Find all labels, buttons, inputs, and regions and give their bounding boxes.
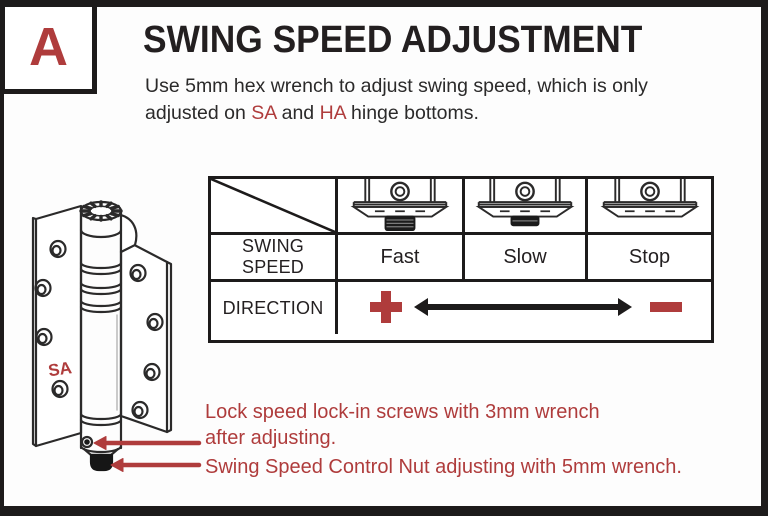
control-nut bbox=[89, 453, 114, 472]
annotation-lock-screws-line2: after adjusting. bbox=[205, 427, 337, 449]
subtitle-line-2: adjusted on SA and HA hinge bottoms. bbox=[145, 100, 648, 127]
speed-value-fast: Fast bbox=[338, 235, 465, 282]
annotation-lock-screws: Lock speed lock-in screws with 3mm wrenc… bbox=[205, 399, 600, 451]
sa-model-highlight: SA bbox=[251, 102, 277, 124]
nut-position-stop-cell bbox=[588, 179, 711, 235]
nut-flush-illustration bbox=[600, 179, 699, 218]
diagonal-line bbox=[211, 179, 335, 232]
hinge-left-leaf bbox=[31, 204, 83, 448]
nut-partially-extended-illustration bbox=[475, 179, 575, 227]
ha-model-highlight: HA bbox=[319, 102, 346, 124]
hinge-barrel bbox=[79, 200, 123, 472]
subtitle-line-1: Use 5mm hex wrench to adjust swing speed… bbox=[145, 75, 648, 97]
swing-speed-label-line2: SPEED bbox=[241, 257, 305, 277]
hinge-right-leaf bbox=[119, 213, 173, 434]
nut-position-fast-cell bbox=[338, 179, 465, 235]
direction-row-label: DIRECTION bbox=[211, 282, 338, 334]
swing-speed-row-label: SWING SPEED bbox=[211, 235, 338, 282]
plus-icon bbox=[370, 291, 402, 323]
table-corner-cell bbox=[211, 179, 338, 235]
double-headed-arrow-icon bbox=[414, 298, 632, 316]
annotation-control-nut: Swing Speed Control Nut adjusting with 5… bbox=[205, 456, 682, 478]
subtitle-text: adjusted on bbox=[145, 102, 252, 124]
subtitle-text: hinge bottoms. bbox=[345, 102, 479, 124]
swing-speed-label-line1: SWING bbox=[242, 236, 304, 256]
speed-value-stop: Stop bbox=[588, 235, 711, 282]
right-leaf-screw-holes bbox=[129, 263, 164, 420]
hinge-model-label: SA bbox=[47, 358, 73, 380]
control-nut-arrow bbox=[110, 458, 202, 472]
adjustment-table: SWING SPEED Fast Slow Stop DIRECTION bbox=[208, 176, 714, 343]
barrel-ring-grooves bbox=[79, 261, 123, 427]
minus-icon bbox=[650, 302, 682, 312]
section-label-box: A bbox=[4, 7, 97, 94]
lock-in-screw bbox=[80, 435, 94, 449]
speed-value-slow: Slow bbox=[465, 235, 588, 282]
page-title: SWING SPEED ADJUSTMENT bbox=[143, 19, 643, 61]
nut-fully-extended-illustration bbox=[350, 179, 450, 232]
direction-indicator-cell bbox=[338, 282, 711, 334]
section-label: A bbox=[29, 17, 68, 77]
subtitle: Use 5mm hex wrench to adjust swing speed… bbox=[145, 73, 648, 127]
nut-position-slow-cell bbox=[465, 179, 588, 235]
hinge-cap bbox=[79, 200, 123, 239]
annotation-lock-screws-line1: Lock speed lock-in screws with 3mm wrenc… bbox=[205, 401, 600, 423]
left-leaf-screw-holes bbox=[34, 239, 69, 399]
lock-screws-arrow bbox=[93, 436, 202, 450]
subtitle-text: and bbox=[276, 102, 320, 124]
